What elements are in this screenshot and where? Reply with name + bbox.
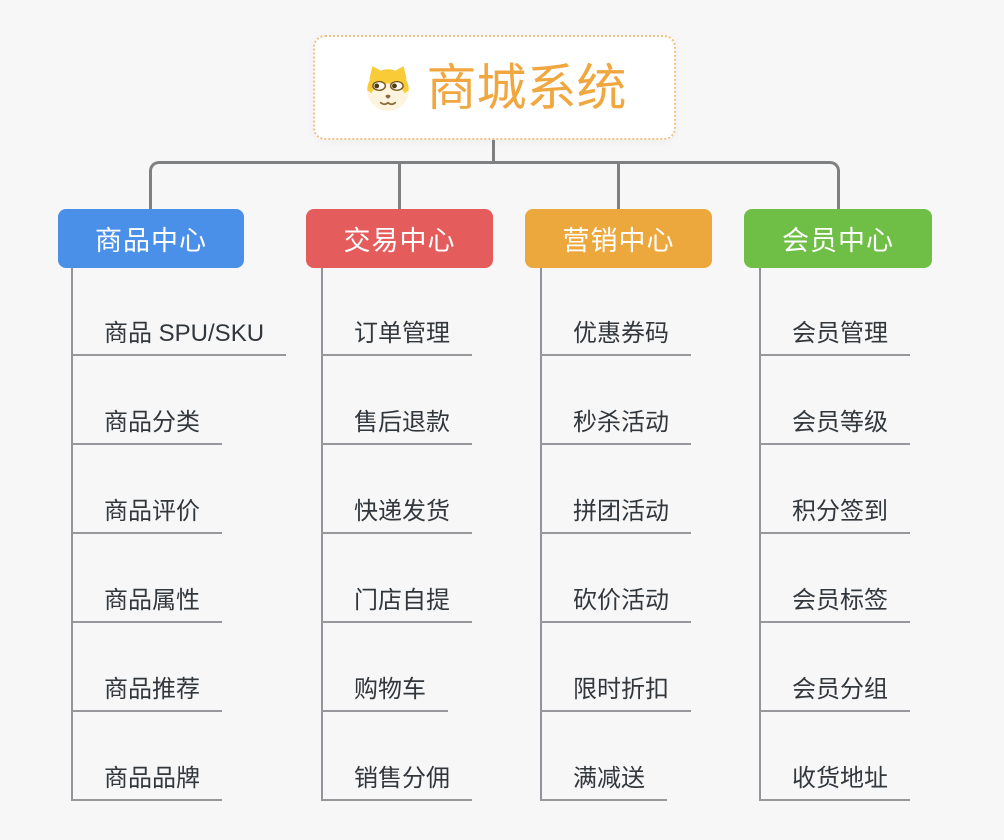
root-node[interactable]: 商城系统 xyxy=(313,35,676,140)
shiba-dog-icon xyxy=(366,65,409,111)
branch-header-product[interactable]: 商品中心 xyxy=(58,209,244,268)
branch-bus-line xyxy=(149,161,840,212)
branch-header-marketing[interactable]: 营销中心 xyxy=(525,209,712,268)
branch-label: 商品中心 xyxy=(95,226,207,256)
branch-label: 会员中心 xyxy=(782,226,894,256)
leaf-node[interactable]: 快递发货 xyxy=(321,496,472,534)
leaf-node[interactable]: 商品 SPU/SKU xyxy=(71,318,287,356)
leaf-node[interactable]: 收货地址 xyxy=(759,763,910,801)
branch1-trunk-line xyxy=(71,268,73,801)
leaf-node[interactable]: 拼团活动 xyxy=(540,496,691,534)
branch-header-member[interactable]: 会员中心 xyxy=(744,209,932,268)
leaf-node[interactable]: 订单管理 xyxy=(321,318,472,356)
root-title: 商城系统 xyxy=(426,59,627,116)
leaf-node[interactable]: 商品推荐 xyxy=(71,674,222,712)
leaf-node[interactable]: 商品品牌 xyxy=(71,763,222,801)
leaf-node[interactable]: 积分签到 xyxy=(759,496,910,534)
leaf-node[interactable]: 会员管理 xyxy=(759,318,910,356)
leaf-node[interactable]: 秒杀活动 xyxy=(540,407,691,445)
branch-label: 交易中心 xyxy=(343,226,456,256)
leaf-node[interactable]: 会员标签 xyxy=(759,585,910,623)
leaf-node[interactable]: 会员分组 xyxy=(759,674,910,712)
branch3-drop-line xyxy=(617,163,620,209)
leaf-node[interactable]: 销售分佣 xyxy=(321,763,472,801)
branch-label: 营销中心 xyxy=(562,226,675,256)
root-stem-line xyxy=(492,139,495,164)
leaf-node[interactable]: 商品分类 xyxy=(71,407,222,445)
leaf-node[interactable]: 售后退款 xyxy=(321,407,472,445)
leaf-node[interactable]: 限时折扣 xyxy=(540,674,691,712)
leaf-node[interactable]: 满减送 xyxy=(540,763,667,801)
branch4-trunk-line xyxy=(759,268,761,801)
leaf-node[interactable]: 优惠券码 xyxy=(540,318,691,356)
leaf-node[interactable]: 购物车 xyxy=(321,674,448,712)
branch2-drop-line xyxy=(398,163,401,209)
branch3-trunk-line xyxy=(540,268,542,801)
leaf-node[interactable]: 砍价活动 xyxy=(540,585,691,623)
leaf-node[interactable]: 商品属性 xyxy=(71,585,222,623)
branch-header-trade[interactable]: 交易中心 xyxy=(306,209,493,268)
leaf-node[interactable]: 商品评价 xyxy=(71,496,222,534)
leaf-node[interactable]: 门店自提 xyxy=(321,585,472,623)
leaf-node[interactable]: 会员等级 xyxy=(759,407,910,445)
branch2-trunk-line xyxy=(321,268,323,801)
